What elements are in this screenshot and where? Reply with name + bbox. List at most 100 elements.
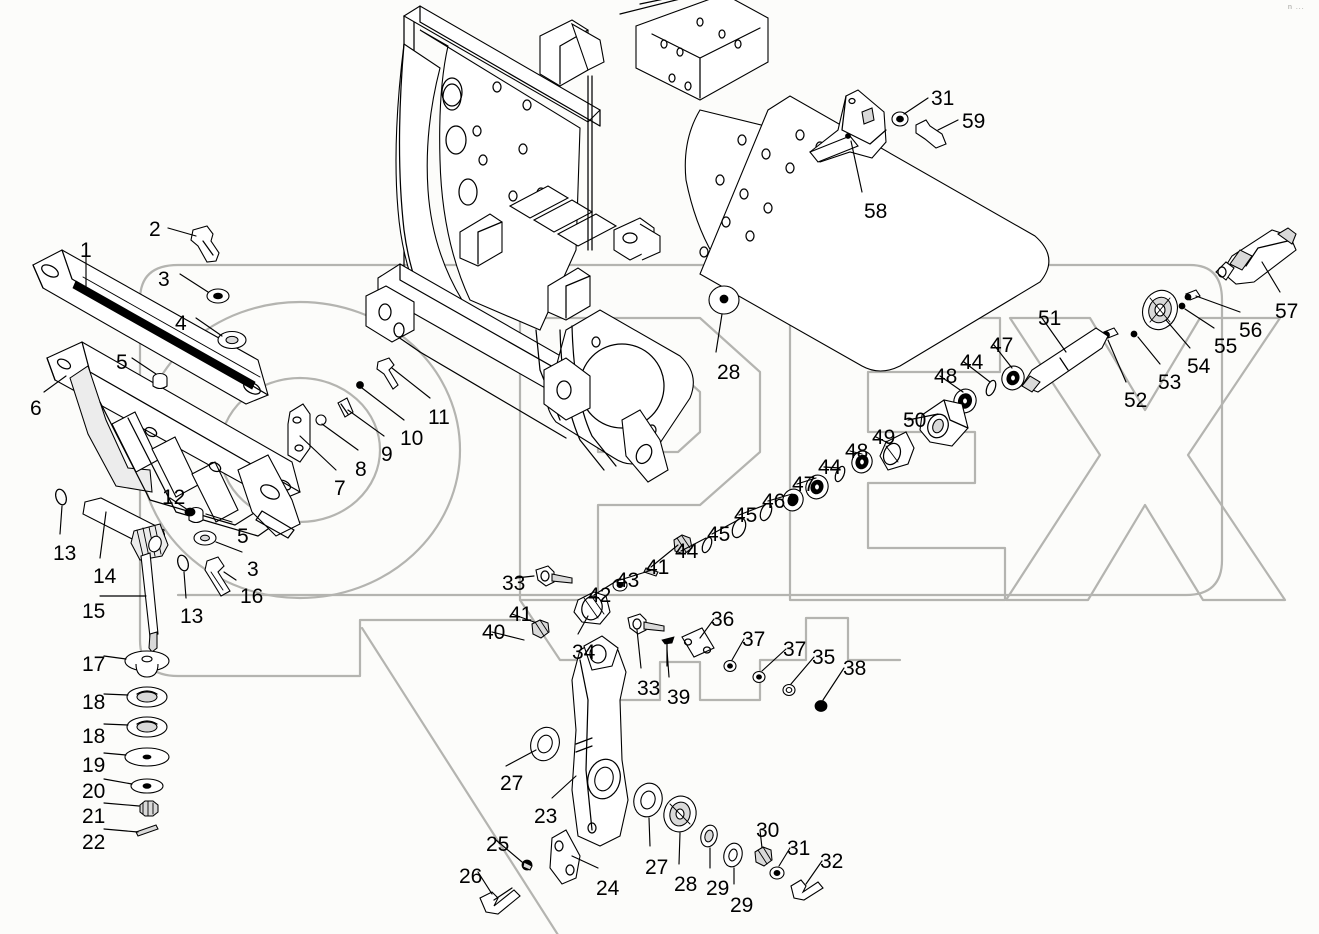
part-47-bearing-a	[1001, 365, 1025, 391]
callout-number: 52	[1124, 389, 1148, 412]
part-23-arm	[571, 635, 629, 847]
callout-number: 47	[792, 473, 816, 496]
part-3-washer-top	[206, 288, 230, 304]
callout-number: 44	[960, 351, 984, 374]
callout-number: 56	[1239, 319, 1263, 342]
callout-number: 18	[82, 725, 106, 748]
callout-number: 5	[237, 525, 249, 548]
part-25-screw	[521, 859, 533, 871]
callout-number: 45	[734, 504, 758, 527]
part-51-shaft	[1021, 327, 1109, 393]
callout-number: 36	[711, 608, 735, 631]
part-50-bushing-block	[919, 399, 969, 447]
part-13-ring-left	[55, 488, 67, 506]
part-36-plate	[681, 627, 715, 658]
part-26-bolt	[479, 887, 521, 915]
main-frame-assembly	[365, 0, 1050, 483]
part-19-washer	[124, 747, 170, 767]
part-7-bracket	[287, 403, 311, 463]
part-1-blade-bar	[32, 249, 269, 405]
part-9-plate	[337, 397, 354, 418]
part-29-washer-b	[723, 842, 743, 868]
part-4-washer	[217, 330, 247, 350]
part-44-oring-c	[701, 536, 713, 554]
callout-number: 5	[116, 351, 128, 374]
callout-number: 59	[962, 110, 986, 133]
callout-number: 48	[934, 365, 958, 388]
callout-number: 58	[864, 200, 888, 223]
part-30-nut	[754, 846, 773, 867]
callout-number: 40	[482, 621, 506, 644]
callout-number: 28	[717, 361, 741, 384]
callout-number: 33	[637, 677, 661, 700]
part-45-oring-a	[759, 502, 773, 522]
callout-number: 41	[646, 556, 670, 579]
callout-number: 29	[706, 877, 730, 900]
callout-number: 34	[572, 641, 596, 664]
callout-number: 3	[247, 558, 259, 581]
part-31-nut-bottom	[769, 866, 785, 880]
part-2-bolt	[190, 225, 220, 263]
callout-number: 14	[93, 565, 117, 588]
part-15-handle-rod	[130, 523, 169, 653]
part-28-washer-bottom	[663, 795, 697, 833]
callout-number: 53	[1158, 371, 1182, 394]
part-16-bolt	[204, 556, 231, 597]
callout-number: 16	[240, 585, 264, 608]
part-21-nut	[139, 800, 159, 817]
callout-number: 41	[509, 603, 533, 626]
callout-number: 32	[820, 850, 844, 873]
callout-number: 39	[667, 686, 691, 709]
callout-number: 31	[787, 837, 811, 860]
callout-number: 27	[500, 772, 524, 795]
callout-number: 15	[82, 600, 106, 623]
callout-number: 38	[843, 657, 867, 680]
callout-number: 19	[82, 754, 106, 777]
callout-number: 30	[756, 819, 780, 842]
callout-number: 10	[400, 427, 424, 450]
part-59-bolt	[915, 119, 947, 149]
callout-number: 2	[149, 218, 161, 241]
callout-number: 57	[1275, 300, 1299, 323]
part-57-cylinder	[1215, 227, 1297, 285]
part-37-washer-a	[723, 659, 737, 673]
callout-number: 25	[486, 833, 510, 856]
callout-number: 51	[1038, 307, 1062, 330]
part-20-washer-small	[130, 778, 164, 794]
callout-number: 44	[818, 456, 842, 479]
part-41-nut-b	[531, 619, 550, 639]
callout-number: 48	[845, 440, 869, 463]
part-44-oring-b	[834, 465, 846, 483]
callout-number: 55	[1214, 335, 1238, 358]
part-24-link	[549, 829, 581, 885]
callout-number: 20	[82, 780, 106, 803]
part-54-bearing-flange	[1141, 289, 1179, 331]
leader-lines	[43, 97, 1281, 895]
callout-number: 28	[674, 873, 698, 896]
callout-number: 3	[158, 268, 170, 291]
callout-number: 7	[334, 477, 346, 500]
callout-number: 6	[30, 397, 42, 420]
callout-number: 12	[162, 486, 186, 509]
callout-number: 13	[53, 542, 77, 565]
callout-number: 26	[459, 865, 483, 888]
part-6-cast-frame	[46, 341, 301, 539]
part-41-nut-a	[673, 534, 693, 555]
callout-number: 23	[534, 805, 558, 828]
callout-number: 35	[812, 646, 836, 669]
callout-number: 17	[82, 653, 106, 676]
part-44-oring-a	[985, 379, 997, 397]
part-38-nut	[814, 700, 828, 712]
part-58-bracket	[809, 89, 887, 163]
part-33-screw-a	[535, 565, 573, 587]
part-3-washer-lower	[193, 530, 217, 546]
callout-number: 29	[730, 894, 754, 917]
part-32-bolt	[790, 879, 824, 901]
callout-number: 9	[381, 443, 393, 466]
callout-number: 33	[502, 572, 526, 595]
callout-number: 37	[742, 628, 766, 651]
part-33-screw-b	[627, 613, 665, 635]
callout-number: 44	[675, 540, 699, 563]
callout-number: 11	[428, 406, 450, 429]
callout-number: 50	[903, 409, 927, 432]
